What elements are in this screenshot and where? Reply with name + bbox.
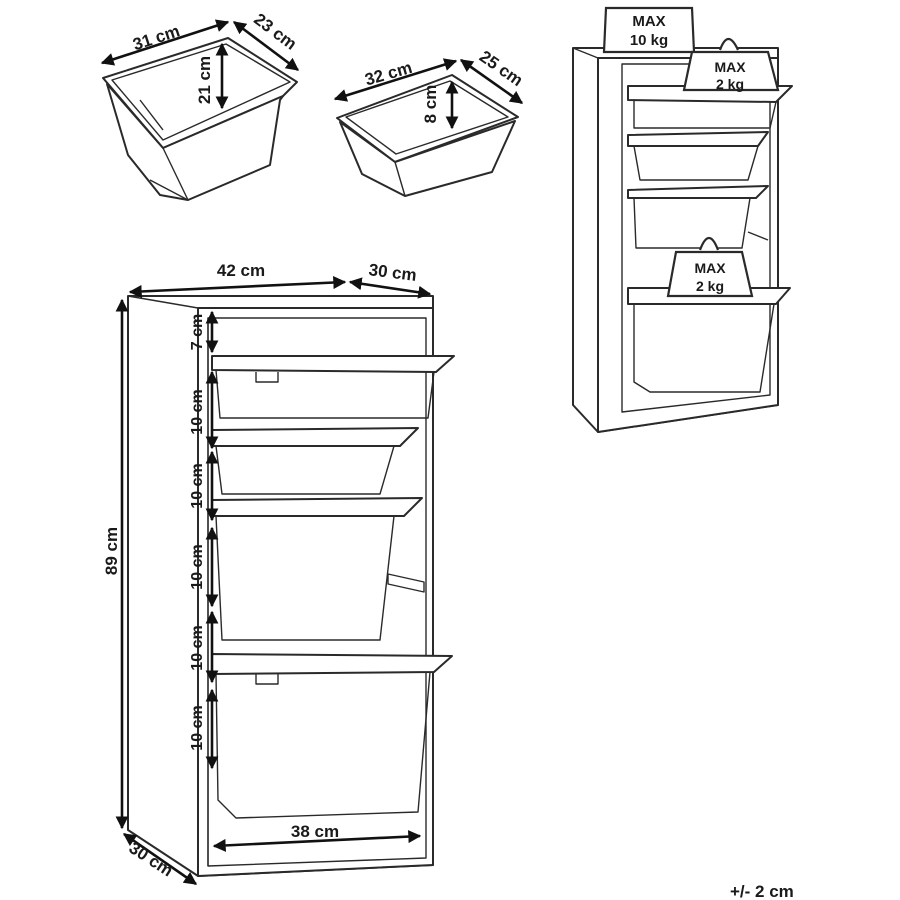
cabinet-width-arrow-icon xyxy=(128,276,347,298)
large-bin-depth-arrow-icon xyxy=(232,20,300,72)
small-bin-width-label: 32 cm xyxy=(363,58,415,90)
large-bin-width-label: 31 cm xyxy=(130,21,182,54)
cabinet-height-label: 89 cm xyxy=(102,527,121,575)
gap-3-label: 10 cm xyxy=(189,463,206,508)
small-bin-depth-label: 25 cm xyxy=(476,47,526,90)
cabinet-width-label: 42 cm xyxy=(217,261,265,280)
main-cabinet-drawing xyxy=(127,295,455,877)
gap-1-label: 7 cm xyxy=(189,314,206,350)
gap-4-label: 10 cm xyxy=(189,544,206,589)
tolerance-note: +/- 2 cm xyxy=(730,882,794,900)
cabinet-inner-width-label: 38 cm xyxy=(291,822,339,841)
top-load-value: 10 kg xyxy=(630,32,668,49)
small-bin-load-label: MAX xyxy=(694,260,726,276)
load-cabinet-drawing xyxy=(572,47,793,433)
large-bin-load-label: MAX xyxy=(714,59,746,75)
small-bin-weight-icon xyxy=(666,236,754,298)
cabinet-depth-top-arrow-icon xyxy=(348,277,432,299)
gap-5-label: 10 cm xyxy=(189,625,206,670)
large-bin-width-arrow-icon xyxy=(100,19,230,66)
small-bin-width-arrow-icon xyxy=(333,58,458,102)
large-bin-height-label: 21 cm xyxy=(195,56,214,104)
cabinet-depth-bottom-arrow-icon xyxy=(122,832,198,886)
gap-2-label: 10 cm xyxy=(189,389,206,434)
top-load-label: MAX xyxy=(632,13,665,30)
cabinet-depth-top-label: 30 cm xyxy=(368,260,418,285)
small-bin-load-value: 2 kg xyxy=(696,278,724,294)
large-bin-load-value: 2 kg xyxy=(716,76,744,92)
small-bin-depth-arrow-icon xyxy=(459,58,524,105)
large-bin-weight-icon xyxy=(682,37,780,92)
large-bin-depth-label: 23 cm xyxy=(250,10,300,54)
gap-6-label: 10 cm xyxy=(189,705,206,750)
small-bin-height-label: 8 cm xyxy=(421,85,440,124)
cabinet-inner-width-arrow-icon xyxy=(212,830,422,852)
